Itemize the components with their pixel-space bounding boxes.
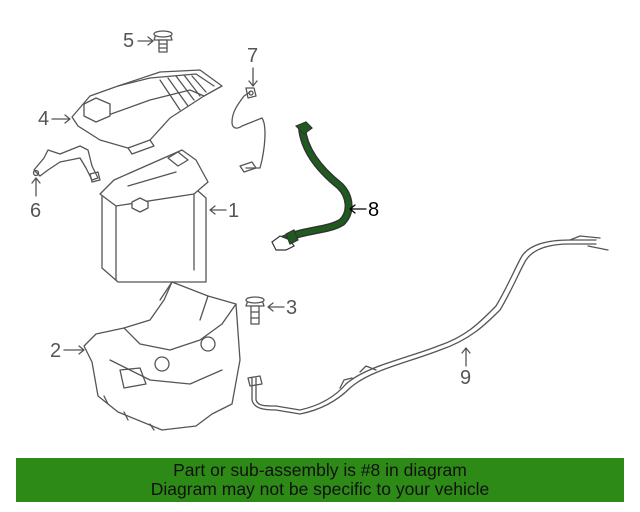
part-2-battery-tray [83, 281, 241, 431]
banner-line-1: Part or sub-assembly is #8 in diagram [173, 460, 467, 480]
callout-4: 4 [38, 108, 49, 130]
banner-line-2: Diagram may not be specific to your vehi… [150, 479, 490, 499]
parts-diagram: 5 4 7 6 1 [30, 30, 609, 431]
callout-8: 8 [368, 199, 379, 221]
part-4-battery-cover [71, 69, 223, 155]
part-9-harness [247, 235, 609, 415]
callout-3: 3 [286, 297, 297, 319]
part-7-cable [231, 87, 266, 173]
callout-2: 2 [50, 340, 61, 362]
part-5-bolt [153, 30, 173, 53]
part-1-battery [99, 149, 209, 283]
part-8-cable-highlighted [271, 121, 353, 251]
callout-7: 7 [247, 45, 258, 67]
callout-1: 1 [228, 200, 239, 222]
part-3-bolt [245, 296, 265, 325]
part-6-strap [32, 145, 101, 183]
callout-6: 6 [30, 200, 41, 222]
callout-5: 5 [123, 30, 134, 52]
callout-9: 9 [460, 367, 471, 389]
info-banner: Part or sub-assembly is #8 in diagram Di… [16, 458, 624, 502]
